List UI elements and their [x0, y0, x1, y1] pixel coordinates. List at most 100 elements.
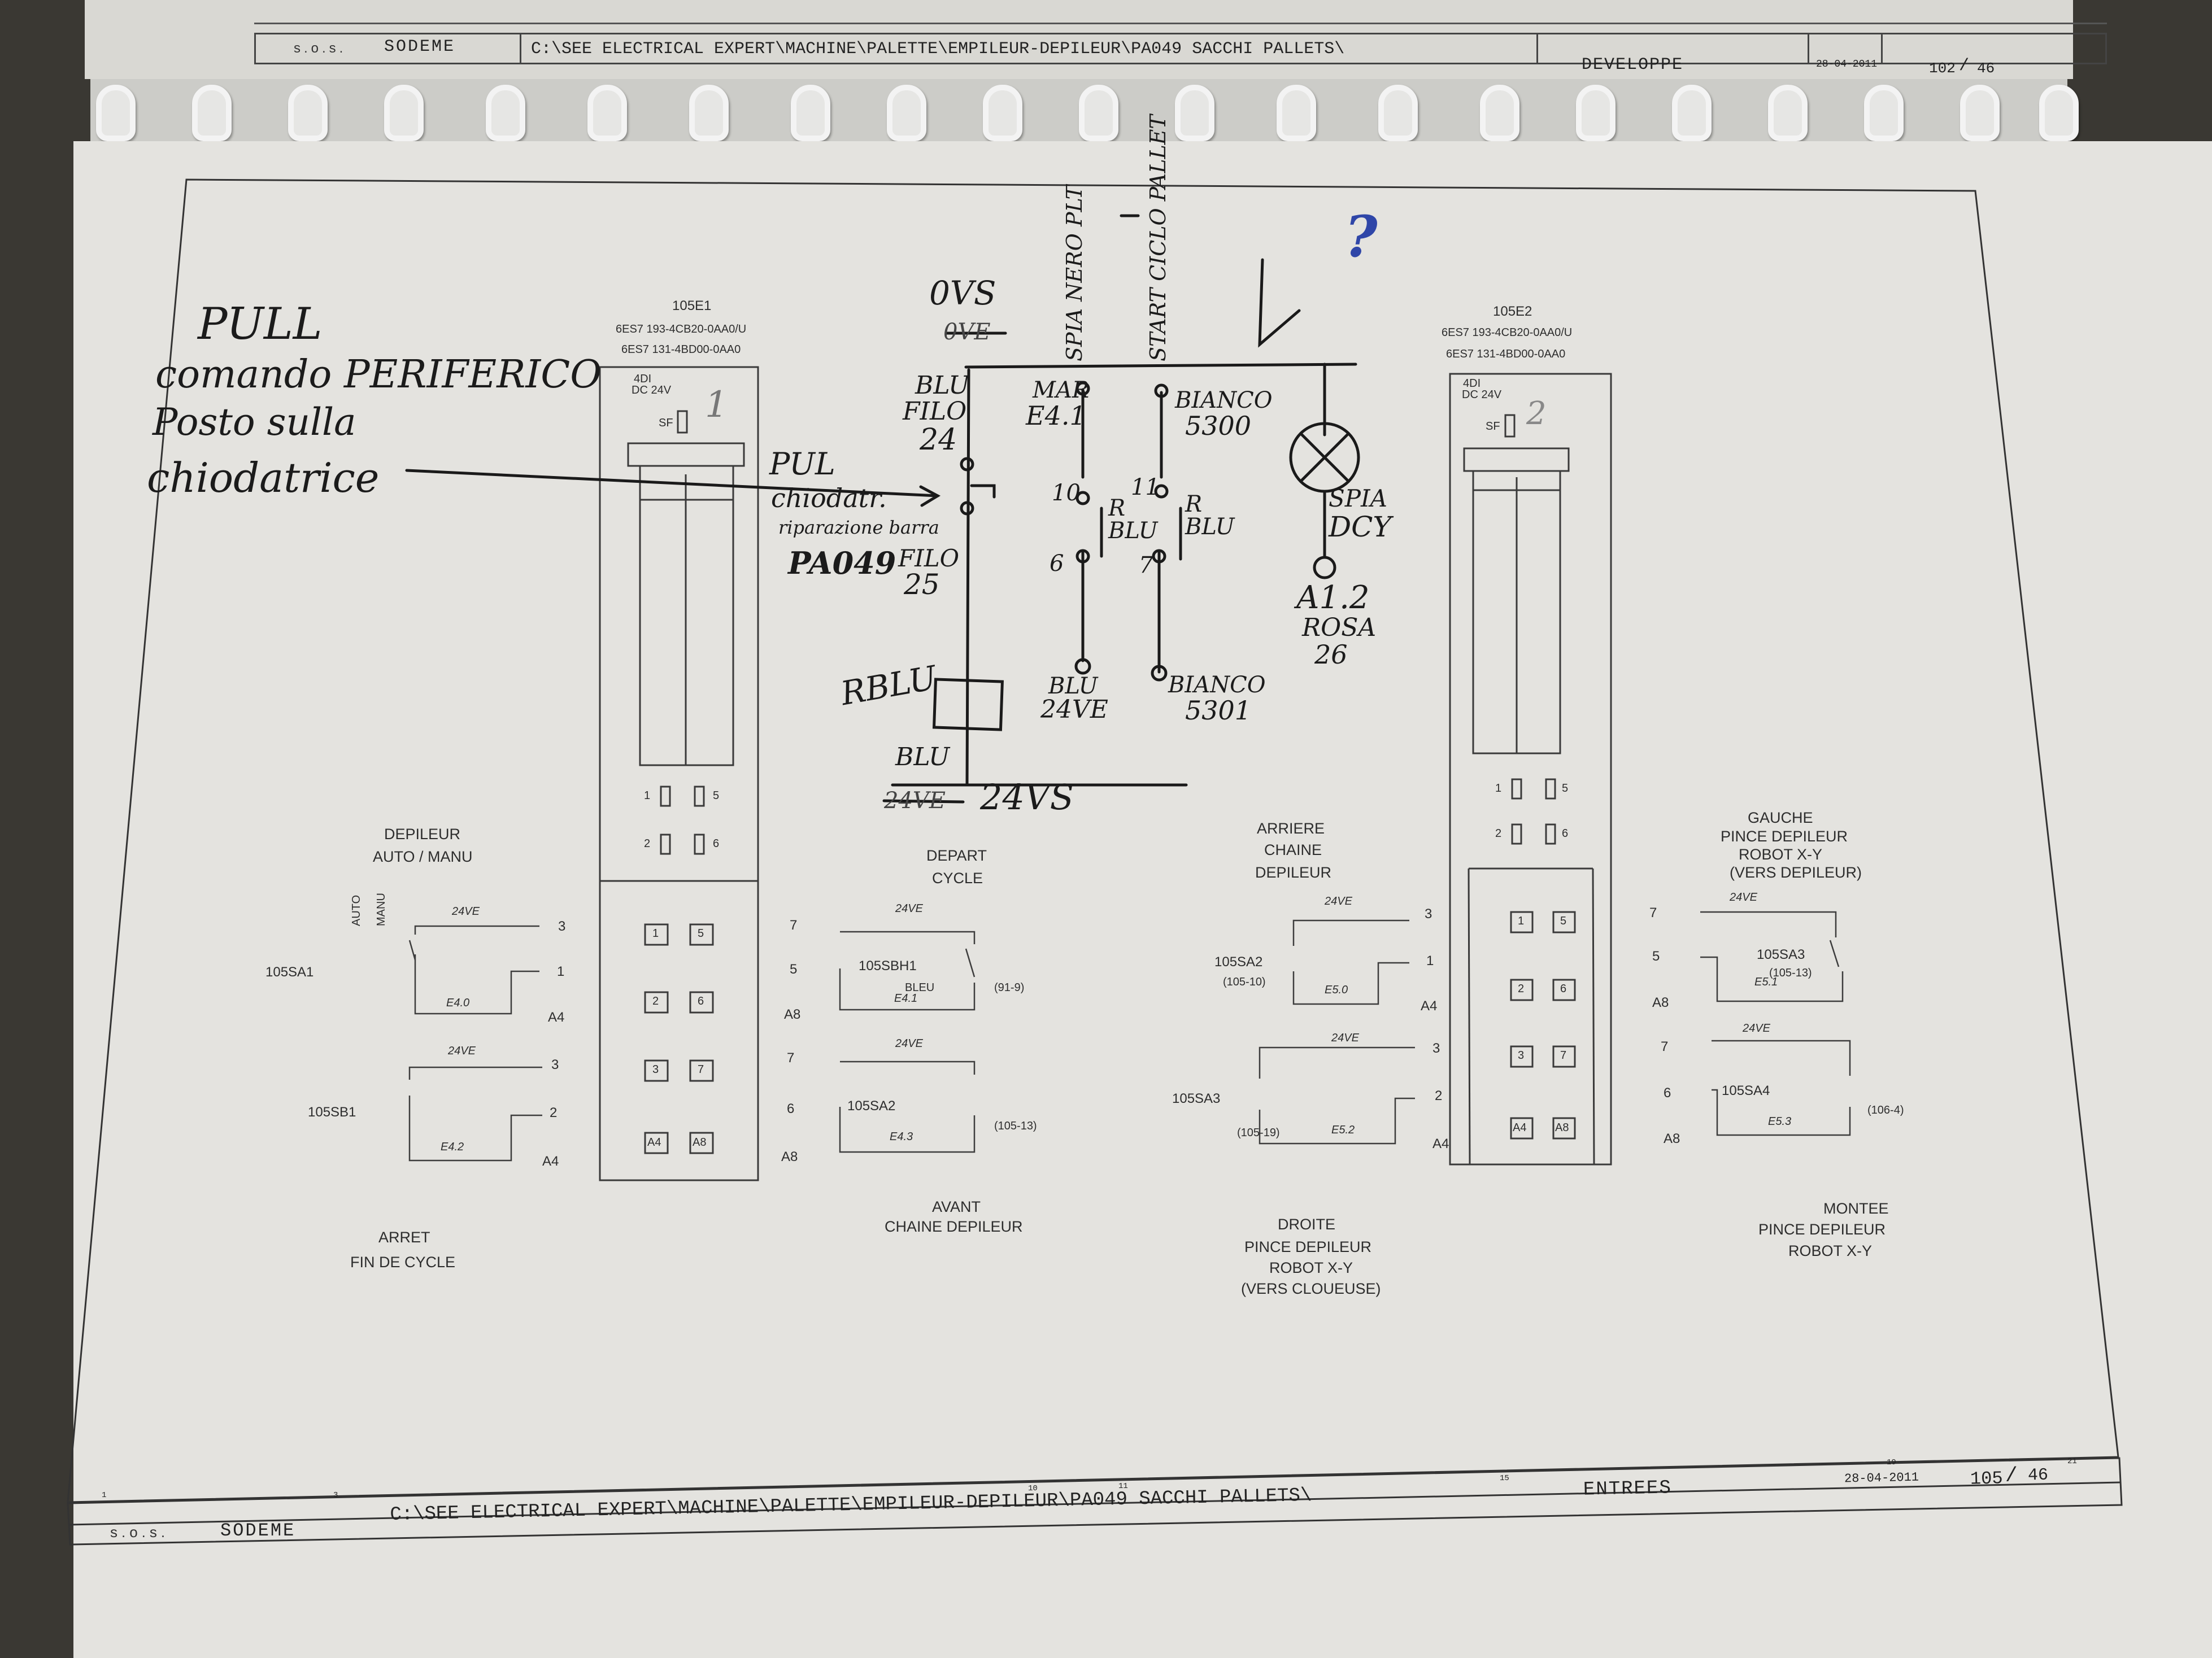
hand-0ve-struck: 0VE [943, 319, 991, 345]
footer-company-small: s.o.s. [110, 1524, 169, 1541]
c2-t-end: A8 [784, 1007, 801, 1022]
hand-0vs: 0VS [929, 274, 996, 312]
c2-sub: BLEU [905, 981, 935, 994]
hand-left-wire [965, 368, 970, 787]
c4-input: E5.0 [1325, 984, 1348, 996]
footer-col-1: 1 [102, 1491, 107, 1500]
m1-term-a8: A8 [693, 1136, 707, 1149]
hand-pul: PUL [769, 446, 835, 482]
c2-ref: (91-9) [994, 981, 1025, 994]
c6-title-extra: (VERS DEPILEUR) [1730, 864, 1862, 881]
m2-term-a8: A8 [1555, 1122, 1569, 1134]
c5-title-top: DROITE [1278, 1216, 1336, 1233]
module1-sf: SF [659, 417, 673, 429]
c5-t-end: A4 [1432, 1136, 1449, 1151]
c0-manu: MANU [375, 893, 387, 926]
c6-title-top: GAUCHE [1748, 809, 1813, 826]
m1-term-5: 5 [698, 927, 704, 940]
hand-mar-e41: MAR E4.1 [1026, 377, 1089, 431]
c4-ref: (105-10) [1223, 976, 1266, 988]
c3-t-top: 7 [787, 1050, 795, 1066]
m2-term-1: 1 [1518, 915, 1525, 927]
c1-title-bot: FIN DE CYCLE [350, 1254, 456, 1271]
c3-title-top: AVANT [932, 1198, 981, 1215]
c5-t-out: 2 [1435, 1088, 1443, 1103]
m2-led-5: 5 [1562, 782, 1569, 795]
m1-term-2: 2 [652, 995, 659, 1007]
c7-t-end: A8 [1664, 1131, 1680, 1146]
c2-input: E4.1 [894, 992, 918, 1005]
hand-left-note-line4: chiodatrice [147, 454, 380, 501]
m1-led-5: 5 [713, 789, 720, 802]
c6-title-mid: PINCE DEPILEUR [1721, 828, 1848, 845]
hand-relay-box [932, 678, 1004, 731]
handwritten-wiring [405, 214, 1360, 804]
prev-section: DEVELOPPE [1582, 55, 1684, 75]
c4-title-bot: DEPILEUR [1255, 864, 1332, 881]
hand-n10: 10 [1052, 480, 1081, 506]
hand-riparazione: riparazione barra [778, 517, 939, 538]
hand-n11: 11 [1131, 474, 1160, 500]
m2-led-6: 6 [1562, 827, 1569, 840]
hand-0vs-rail [964, 363, 1357, 369]
prev-date: 28-04-2011 [1816, 59, 1878, 70]
c3-ref: (105-13) [994, 1120, 1037, 1132]
c1-supply: 24VE [448, 1045, 476, 1057]
c0-t-out: 1 [557, 964, 565, 979]
footer-col-15: 15 [1500, 1474, 1509, 1483]
m2-term-6: 6 [1560, 983, 1567, 995]
previous-title-block [254, 33, 2107, 64]
m2-term-a4: A4 [1513, 1122, 1527, 1134]
hand-bianco-5301: BIANCO 5301 [1168, 672, 1266, 726]
module2-tag: 105E2 [1493, 304, 1532, 319]
c2-title-bot: CYCLE [932, 870, 983, 887]
c6-t-out: 5 [1652, 949, 1660, 964]
c6-ref: (105-13) [1769, 967, 1812, 979]
m2-term-3: 3 [1518, 1049, 1525, 1062]
m1-led-6: 6 [713, 837, 720, 850]
hand-left-note: PULL [198, 299, 323, 350]
c1-input: E4.2 [441, 1141, 464, 1153]
c1-t-end: A4 [542, 1154, 559, 1169]
hand-blu-24ve: BLU 24VE [1040, 673, 1108, 724]
m1-term-6: 6 [698, 995, 704, 1007]
hand-pa049: PA049 [788, 545, 896, 581]
footer-company: SODEME [220, 1520, 296, 1541]
footer-col-11: 11 [1118, 1482, 1128, 1491]
m1-term-3: 3 [652, 1063, 659, 1076]
c5-supply: 24VE [1331, 1032, 1359, 1044]
module1-type: 4DI [634, 373, 652, 385]
c3-title-bot: CHAINE DEPILEUR [885, 1218, 1023, 1235]
hand-spia-dcy: SPIA DCY [1329, 485, 1392, 544]
m1-term-a4: A4 [647, 1136, 661, 1149]
c1-switch: 105SB1 [308, 1105, 356, 1120]
module2-ref1: 6ES7 193-4CB20-0AA0/U [1442, 326, 1573, 339]
prev-page-no: 102 [1929, 60, 1956, 77]
hand-24vs: 24VS [980, 776, 1074, 818]
hand-r-blu-2: R BLU [1185, 491, 1235, 540]
module1-ref1: 6ES7 193-4CB20-0AA0/U [616, 323, 747, 335]
c3-input: E4.3 [890, 1131, 913, 1143]
hand-filo25: FILO 25 [898, 544, 960, 601]
hand-vertical-left: SPIA NERO PLT [1062, 185, 1087, 361]
m2-term-7: 7 [1560, 1049, 1567, 1062]
c5-title-bot: ROBOT X-Y [1269, 1259, 1353, 1276]
c2-t-top: 7 [790, 918, 798, 933]
hand-arrow [405, 469, 939, 498]
c7-ref: (106-4) [1867, 1104, 1904, 1116]
c7-title-mid: PINCE DEPILEUR [1758, 1221, 1886, 1238]
footer-page-no: 105 [1970, 1468, 2003, 1490]
c3-t-end: A8 [781, 1149, 798, 1164]
m1-term-7: 7 [698, 1063, 704, 1076]
c3-t-out: 6 [787, 1101, 795, 1116]
c4-t-out: 1 [1426, 953, 1434, 968]
c5-title-extra: (VERS CLOUEUSE) [1241, 1280, 1381, 1297]
c7-switch: 105SA4 [1722, 1083, 1770, 1098]
c0-input: E4.0 [446, 997, 470, 1009]
c7-t-top: 7 [1661, 1039, 1669, 1054]
hand-chiodatr: chiodatr. [771, 483, 887, 513]
footer-section: ENTREES [1583, 1477, 1673, 1501]
footer-title-block [67, 1457, 2123, 1546]
c0-switch: 105SA1 [265, 965, 314, 980]
